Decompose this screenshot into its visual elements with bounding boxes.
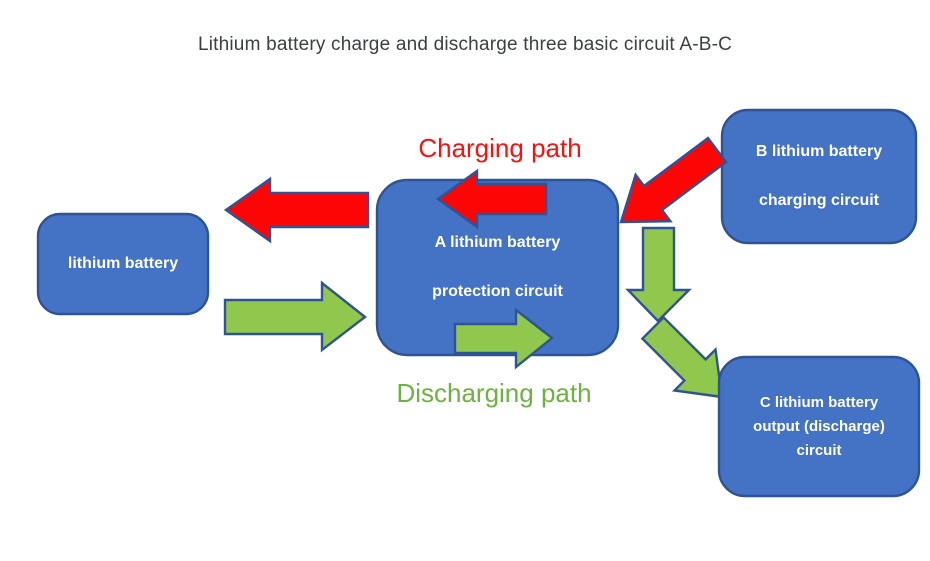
discharging-arrow-out-of-a-icon: [453, 307, 554, 370]
output-circuit-box-shape: [717, 355, 921, 498]
protection-circuit-box-shape: [375, 178, 620, 357]
charging-circuit-box-shape: [720, 108, 918, 245]
discharging-arrow-battery-to-a-icon: [223, 280, 367, 353]
charging-path-label: Charging path: [418, 133, 582, 163]
discharging-arrow-down-icon: [625, 226, 692, 323]
charging-arrow-a-to-battery-icon: [223, 176, 370, 244]
charging-arrow-b-to-a-icon: [619, 136, 728, 224]
battery-box-shape: [36, 212, 210, 316]
diagram-title: Lithium battery charge and discharge thr…: [197, 34, 733, 55]
discharging-path-label: Discharging path: [396, 378, 592, 408]
discharging-arrow-to-c-icon: [640, 315, 724, 399]
charging-arrow-into-a-icon: [435, 168, 548, 230]
